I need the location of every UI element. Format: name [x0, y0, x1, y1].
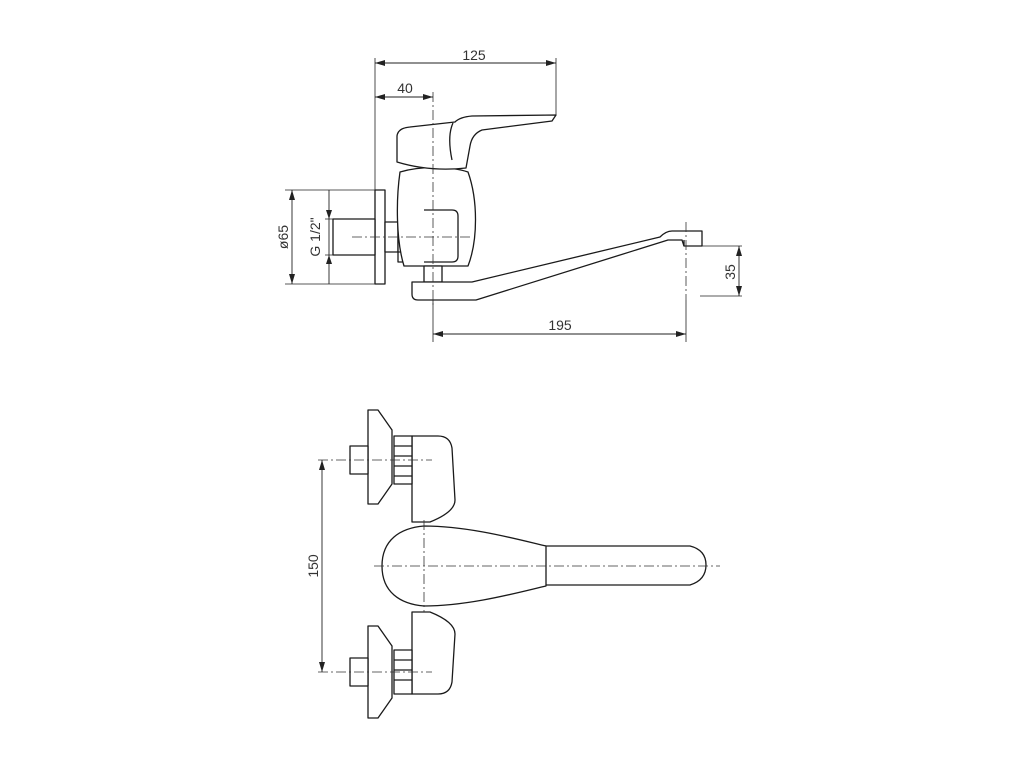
dimension-flange-diameter: ø65 [275, 190, 295, 284]
label-handle-offset: 40 [397, 80, 413, 96]
body-recess [424, 209, 459, 263]
handle-seam [449, 122, 454, 161]
dimension-spout-reach: 195 [433, 317, 686, 337]
side-view: 125 40 ø65 G 1/2" 195 [275, 47, 742, 342]
dimension-thread: G 1/2" [307, 190, 332, 284]
label-spout-reach: 195 [548, 317, 572, 333]
dimension-inlet-spacing: 150 [305, 460, 325, 672]
top-view: 150 [305, 409, 720, 719]
label-thread: G 1/2" [307, 217, 323, 256]
top-lower-inlet [349, 625, 413, 719]
label-flange-diameter: ø65 [275, 225, 291, 249]
top-upper-inlet [349, 409, 413, 505]
top-body [411, 435, 456, 523]
dimension-overall-depth: 125 [375, 47, 556, 66]
label-spout-height: 35 [722, 264, 738, 280]
lever-handle [396, 114, 557, 170]
top-spout [539, 545, 707, 586]
dimension-spout-height: 35 [722, 246, 742, 296]
valve-body [396, 166, 477, 267]
label-overall-depth: 125 [462, 47, 486, 63]
dimension-handle-offset: 40 [375, 80, 433, 100]
label-inlet-spacing: 150 [305, 554, 321, 578]
